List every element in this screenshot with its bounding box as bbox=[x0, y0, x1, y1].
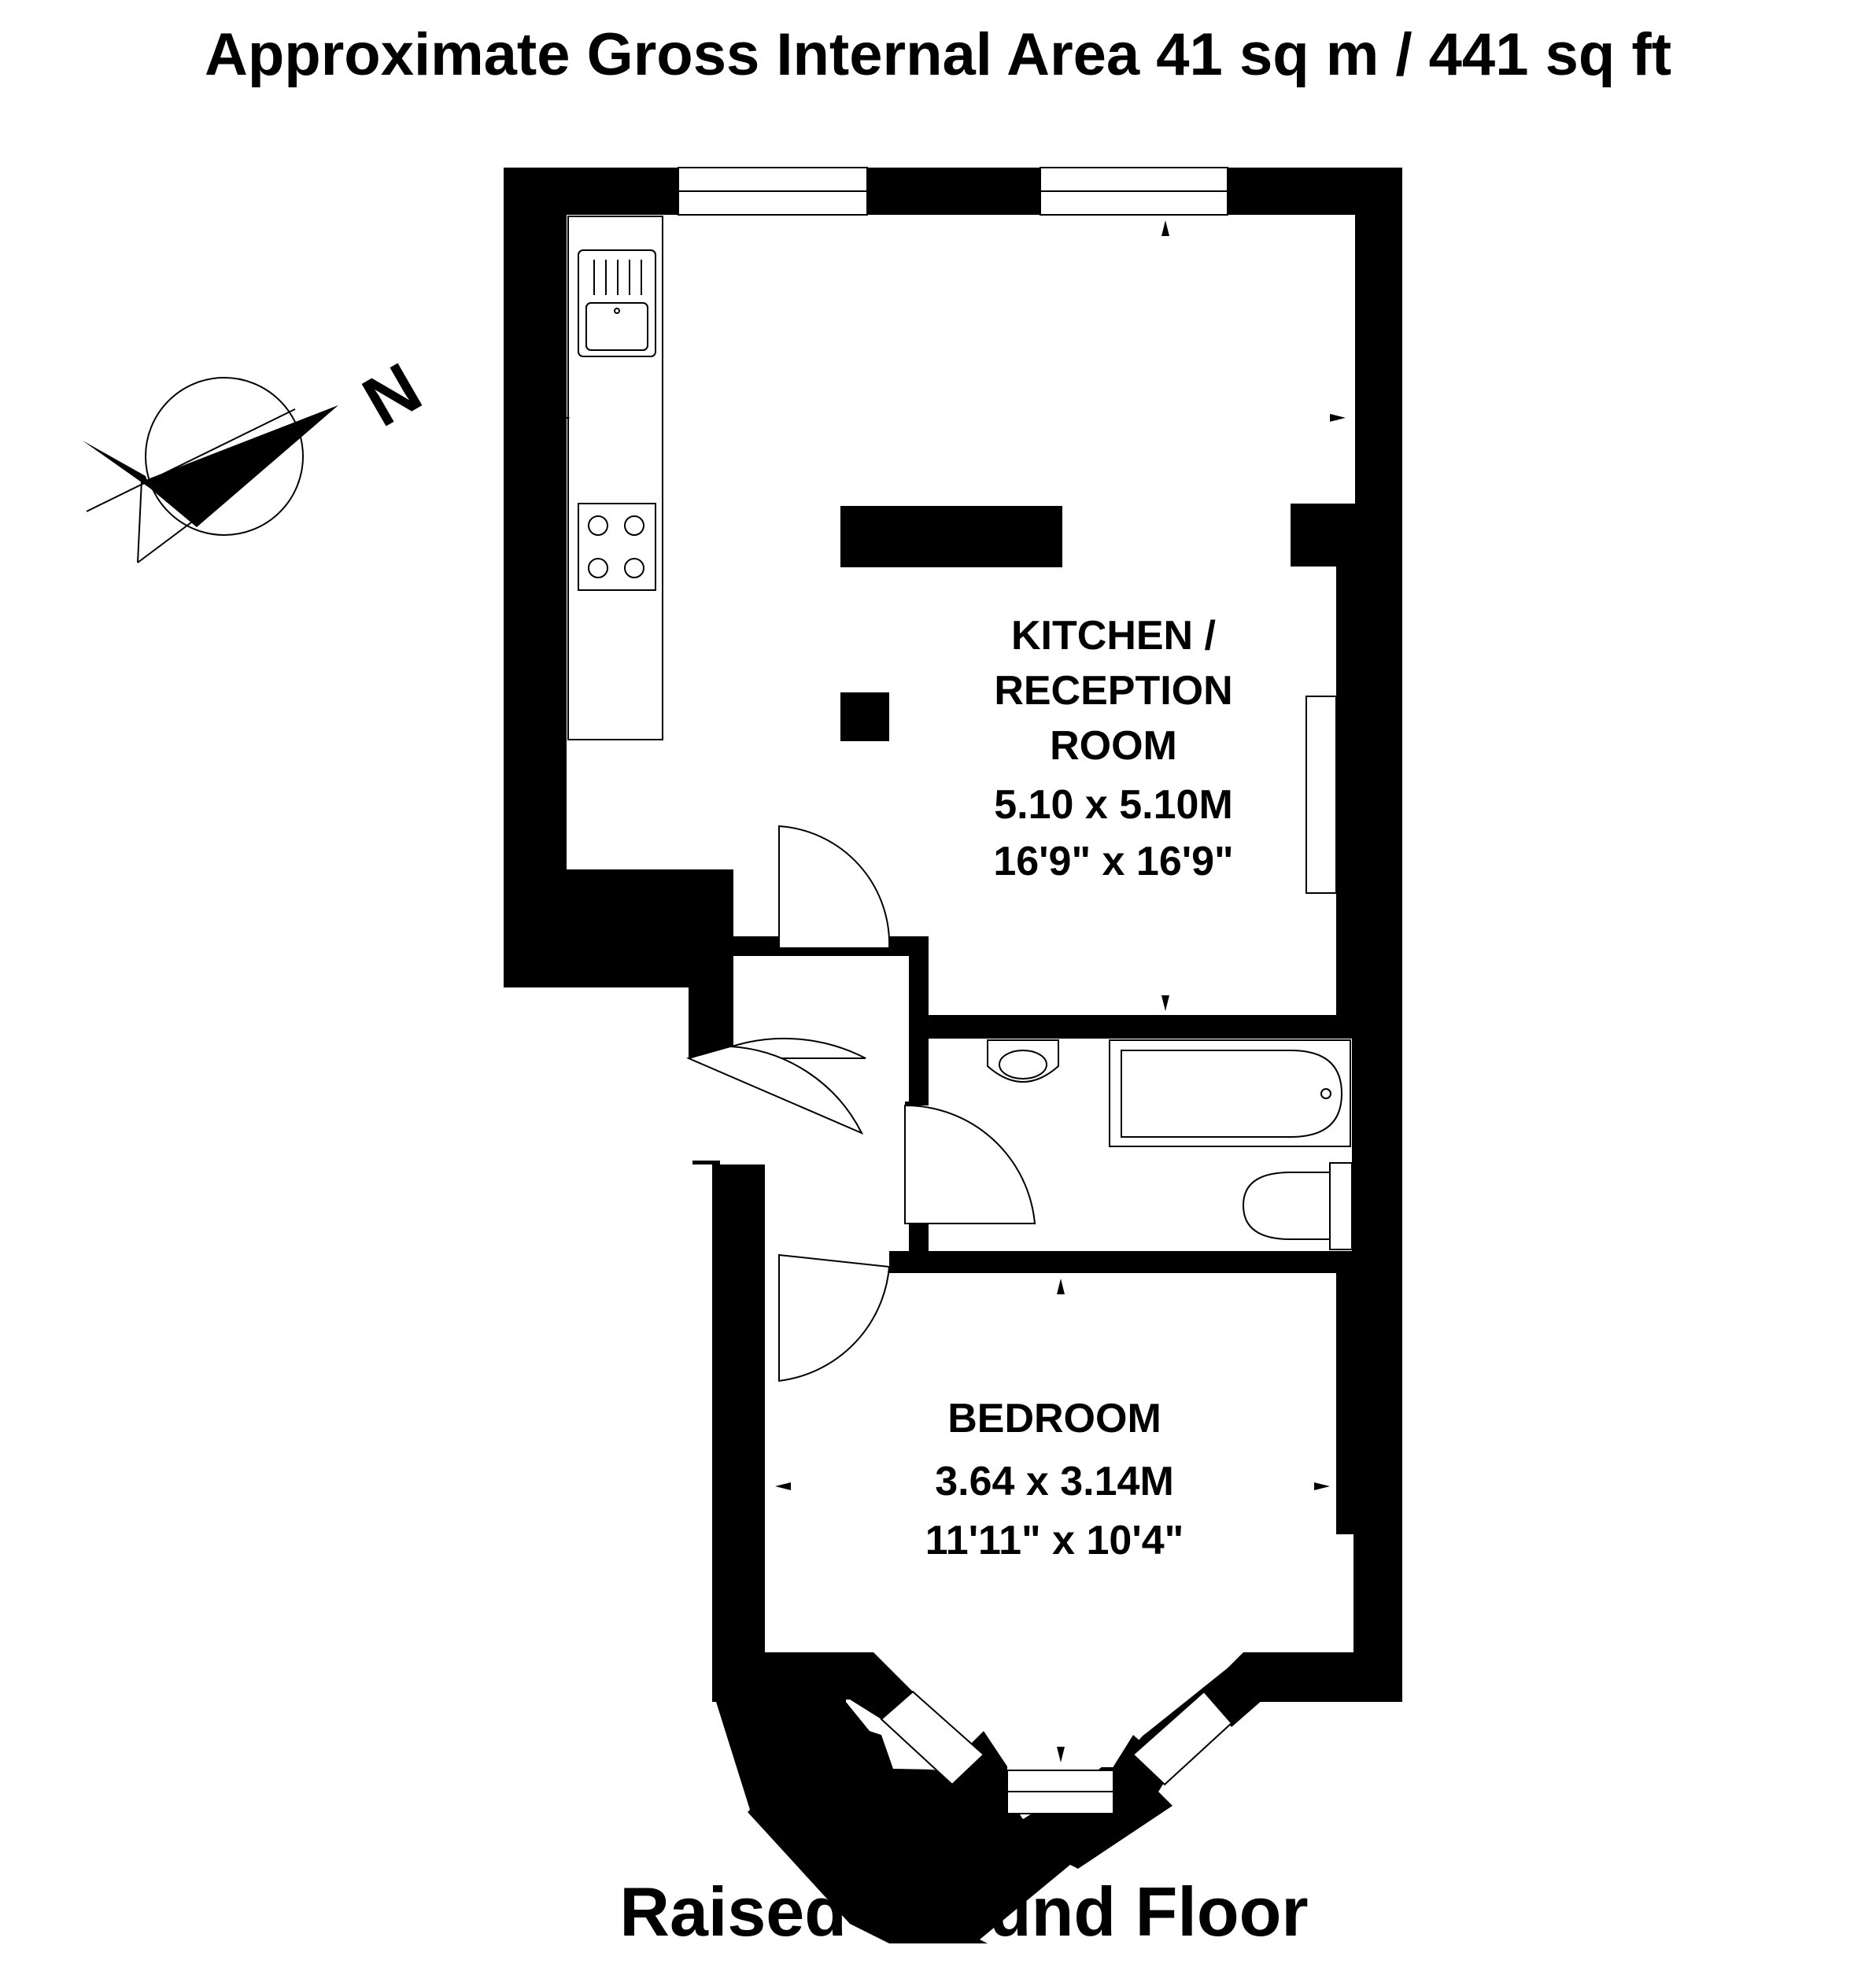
entrance-door-leaf bbox=[686, 1045, 864, 1135]
compass-needle-icon bbox=[83, 405, 338, 527]
wall-unit-right bbox=[1305, 696, 1337, 894]
arrow-down-bedroom-bottom bbox=[1057, 1747, 1065, 1762]
arrow-left-bedroom bbox=[775, 1482, 791, 1490]
kitchen-label-line3: ROOM bbox=[1050, 723, 1177, 769]
compass: N bbox=[83, 349, 434, 563]
dimension-markers bbox=[555, 220, 1346, 1762]
arrow-right-bedroom bbox=[1314, 1482, 1330, 1490]
compass-north-letter: N bbox=[350, 349, 434, 442]
arrow-up-kitchen-top bbox=[1161, 220, 1169, 236]
kitchen-reception-label: KITCHEN / RECEPTION ROOM 5.10 x 5.10M 16… bbox=[993, 613, 1233, 884]
hall-left-stub bbox=[733, 936, 775, 956]
bay-window-left bbox=[880, 1690, 985, 1786]
hob-icon bbox=[578, 503, 656, 591]
bathroom-bedroom-wall bbox=[889, 1251, 1352, 1273]
partitions bbox=[504, 504, 1353, 1534]
bedroom-imperial-size: 11'11" x 10'4" bbox=[925, 1518, 1184, 1563]
kitchen-pillar-small bbox=[840, 692, 889, 741]
arrow-right-kitchen bbox=[1330, 414, 1346, 422]
doors bbox=[686, 825, 1036, 1382]
bathroom-left-wall-lower bbox=[909, 1224, 929, 1255]
hall-left-wall bbox=[689, 956, 733, 1058]
floor-name-title: Raised Ground Floor bbox=[619, 1873, 1308, 1951]
gross-area-title: Approximate Gross Internal Area 41 sq m … bbox=[205, 21, 1671, 88]
bedroom-door-stub-left bbox=[746, 1255, 765, 1275]
arrow-up-bedroom-top bbox=[1057, 1279, 1065, 1294]
chimney-breast bbox=[1291, 504, 1336, 567]
bay-left-post bbox=[976, 1766, 1007, 1814]
bedroom-label: BEDROOM 3.64 x 3.14M 11'11" x 10'4" bbox=[925, 1396, 1184, 1563]
kitchen-metric-size: 5.10 x 5.10M bbox=[994, 782, 1233, 828]
arrow-down-kitchen-bottom bbox=[1161, 995, 1169, 1011]
bedroom-bay-floor bbox=[765, 1273, 1353, 1767]
bedroom-door-swing bbox=[778, 1253, 891, 1382]
bedroom-name: BEDROOM bbox=[947, 1396, 1161, 1441]
bathroom-left-wall-upper bbox=[909, 936, 929, 1105]
toilet-cistern bbox=[1329, 1162, 1353, 1250]
toilet-icon bbox=[1242, 1172, 1331, 1240]
arrow-left-kitchen bbox=[555, 414, 571, 422]
bedroom-right-wall-inset bbox=[1336, 1273, 1353, 1534]
bay-right-post bbox=[1113, 1766, 1145, 1814]
kitchen-label-line2: RECEPTION bbox=[994, 668, 1232, 714]
kitchen-door-swing bbox=[778, 825, 891, 949]
hall-right-stub bbox=[889, 936, 929, 956]
bathroom-door-swing bbox=[904, 1104, 1036, 1224]
bay-right-wall bbox=[1204, 1652, 1402, 1727]
kitchen-bathroom-wall bbox=[929, 1015, 1336, 1039]
kitchen-pillar-block bbox=[840, 506, 1062, 567]
bay-left-wall bbox=[712, 1652, 913, 1719]
bay-window-area bbox=[765, 1273, 1353, 1767]
bedroom-metric-size: 3.64 x 3.14M bbox=[935, 1459, 1174, 1504]
bay-window-right bbox=[1132, 1690, 1233, 1786]
kitchen-imperial-size: 16'9" x 16'9" bbox=[993, 839, 1233, 884]
bathroom-fixtures bbox=[987, 1039, 1353, 1250]
kitchen-fixtures bbox=[567, 216, 1337, 894]
windows bbox=[678, 167, 1233, 1814]
kitchen-label-line1: KITCHEN / bbox=[1011, 613, 1216, 659]
kitchen-reception-floor bbox=[551, 215, 1355, 1015]
